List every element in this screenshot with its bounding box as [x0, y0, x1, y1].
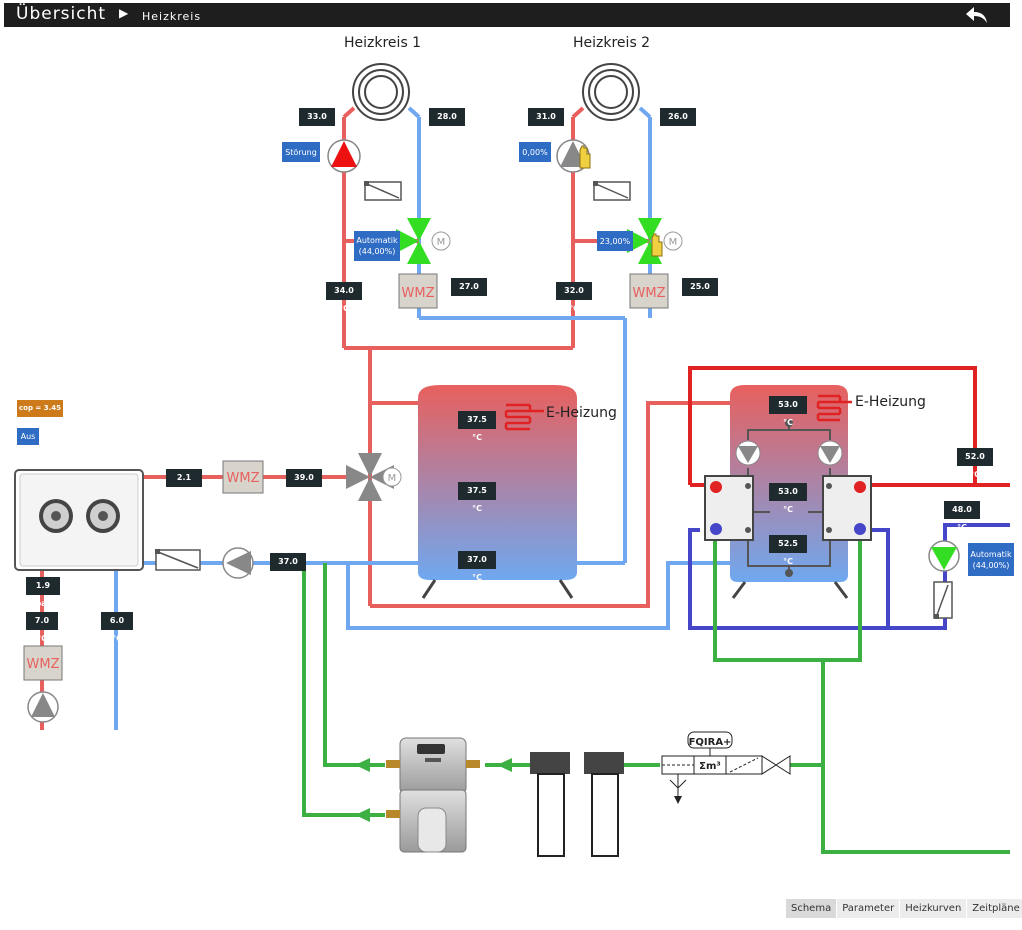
- back-icon[interactable]: [964, 4, 990, 26]
- dhw-bottom-temp: 52.5 °C: [769, 535, 807, 566]
- source-pressure: 1.9 bar: [26, 577, 60, 608]
- dhw-tank: [704, 385, 872, 599]
- hp-pressure: 2.1 bar: [166, 469, 202, 500]
- hk1-mixer-status[interactable]: Automatik (44,00%): [354, 231, 400, 261]
- fqira-label: FQIRA+: [689, 737, 732, 748]
- eheizung-dhw-label: E-Heizung: [855, 394, 926, 410]
- eheizung-buffer-label: E-Heizung: [546, 405, 617, 421]
- hk1-title: Heizkreis 1: [344, 35, 422, 51]
- svg-text:WMZ: WMZ: [402, 286, 435, 301]
- source-left-temp: 7.0 °C: [26, 612, 58, 643]
- cop-badge: cop = 3.45: [17, 400, 63, 417]
- buffer-tank: [418, 385, 577, 599]
- hk1-return-top-temp: 28.0 °C: [429, 108, 465, 139]
- svg-text:WMZ: WMZ: [227, 471, 260, 486]
- hk2-supply-top-temp: 31.0 °C: [528, 108, 564, 139]
- dhw-top-temp: 53.0 °C: [769, 396, 807, 427]
- tab-heizkurven[interactable]: Heizkurven: [900, 899, 967, 918]
- hp-state-badge[interactable]: Aus: [17, 428, 39, 445]
- hk2-pump-icon[interactable]: [556, 139, 591, 173]
- hk1-pump-status[interactable]: Störung: [282, 142, 320, 162]
- hp-mixer-icon[interactable]: M: [346, 453, 402, 501]
- dhw-supply-temp: 52.0 °C: [957, 448, 993, 479]
- dhw-pump-icon[interactable]: [928, 540, 960, 572]
- hk2-return-top-temp: 26.0 °C: [660, 108, 696, 139]
- hp-pump-icon[interactable]: [222, 547, 254, 579]
- source-right-temp: 6.0 °C: [101, 612, 133, 643]
- water-meter: [661, 731, 791, 804]
- buffer-top-temp: 37.5 °C: [458, 411, 496, 442]
- hk1-supply-top-temp: 33.0 °C: [299, 108, 335, 139]
- source-pump-icon[interactable]: [27, 691, 59, 723]
- dhw-return-temp: 48.0 °C: [944, 501, 980, 532]
- breadcrumb-arrow-icon: ▶: [119, 6, 129, 20]
- water-softener: [386, 737, 480, 853]
- hk1-pump-icon[interactable]: [327, 139, 361, 173]
- hk1-supply-bottom-temp: 34.0 °C: [326, 282, 362, 313]
- breadcrumb: Heizkreis: [142, 10, 202, 23]
- filter-icon: [530, 752, 624, 857]
- svg-text:M: M: [437, 237, 446, 248]
- view-tabs: Schema Parameter Heizkurven Zeitpläne: [786, 899, 1022, 918]
- sigma-label: Σm³: [699, 761, 721, 772]
- hk2-mixer-status[interactable]: 23,00%: [597, 231, 633, 251]
- heat-pump-unit[interactable]: [14, 469, 144, 571]
- svg-text:M: M: [388, 473, 397, 484]
- top-bar: Übersicht ▶ Heizkreis: [4, 3, 1010, 27]
- tab-zeitplaene[interactable]: Zeitpläne: [967, 899, 1022, 918]
- buffer-bottom-temp: 37.0 °C: [458, 551, 496, 582]
- hk2-supply-bottom-temp: 32.0 °C: [556, 282, 592, 313]
- page-title[interactable]: Übersicht: [16, 4, 107, 24]
- hk2-pump-status[interactable]: 0,00%: [519, 142, 551, 162]
- hk2-mixer-icon[interactable]: M: [627, 218, 683, 264]
- hk1-mixer-icon[interactable]: M: [396, 218, 451, 264]
- hk2-title: Heizkreis 2: [573, 35, 651, 51]
- tab-parameter[interactable]: Parameter: [837, 899, 900, 918]
- dhw-pump-status[interactable]: Automatik (44,00%): [968, 543, 1014, 576]
- hp-return-temp: 37.0 °C: [270, 553, 306, 584]
- tab-schema[interactable]: Schema: [786, 899, 837, 918]
- hk1-wmz-temp: 27.0 °C: [451, 278, 487, 309]
- svg-text:WMZ: WMZ: [27, 657, 60, 672]
- svg-text:WMZ: WMZ: [633, 286, 666, 301]
- wmz-meter-icon: WMZ WMZ WMZ WMZ: [23, 273, 669, 681]
- dhw-mid-temp: 53.0 °C: [769, 483, 807, 514]
- hk2-wmz-temp: 25.0 °C: [682, 278, 718, 309]
- buffer-mid-temp: 37.5 °C: [458, 482, 496, 513]
- svg-text:M: M: [669, 237, 678, 248]
- hp-flow-temp: 39.0 °C: [286, 469, 322, 500]
